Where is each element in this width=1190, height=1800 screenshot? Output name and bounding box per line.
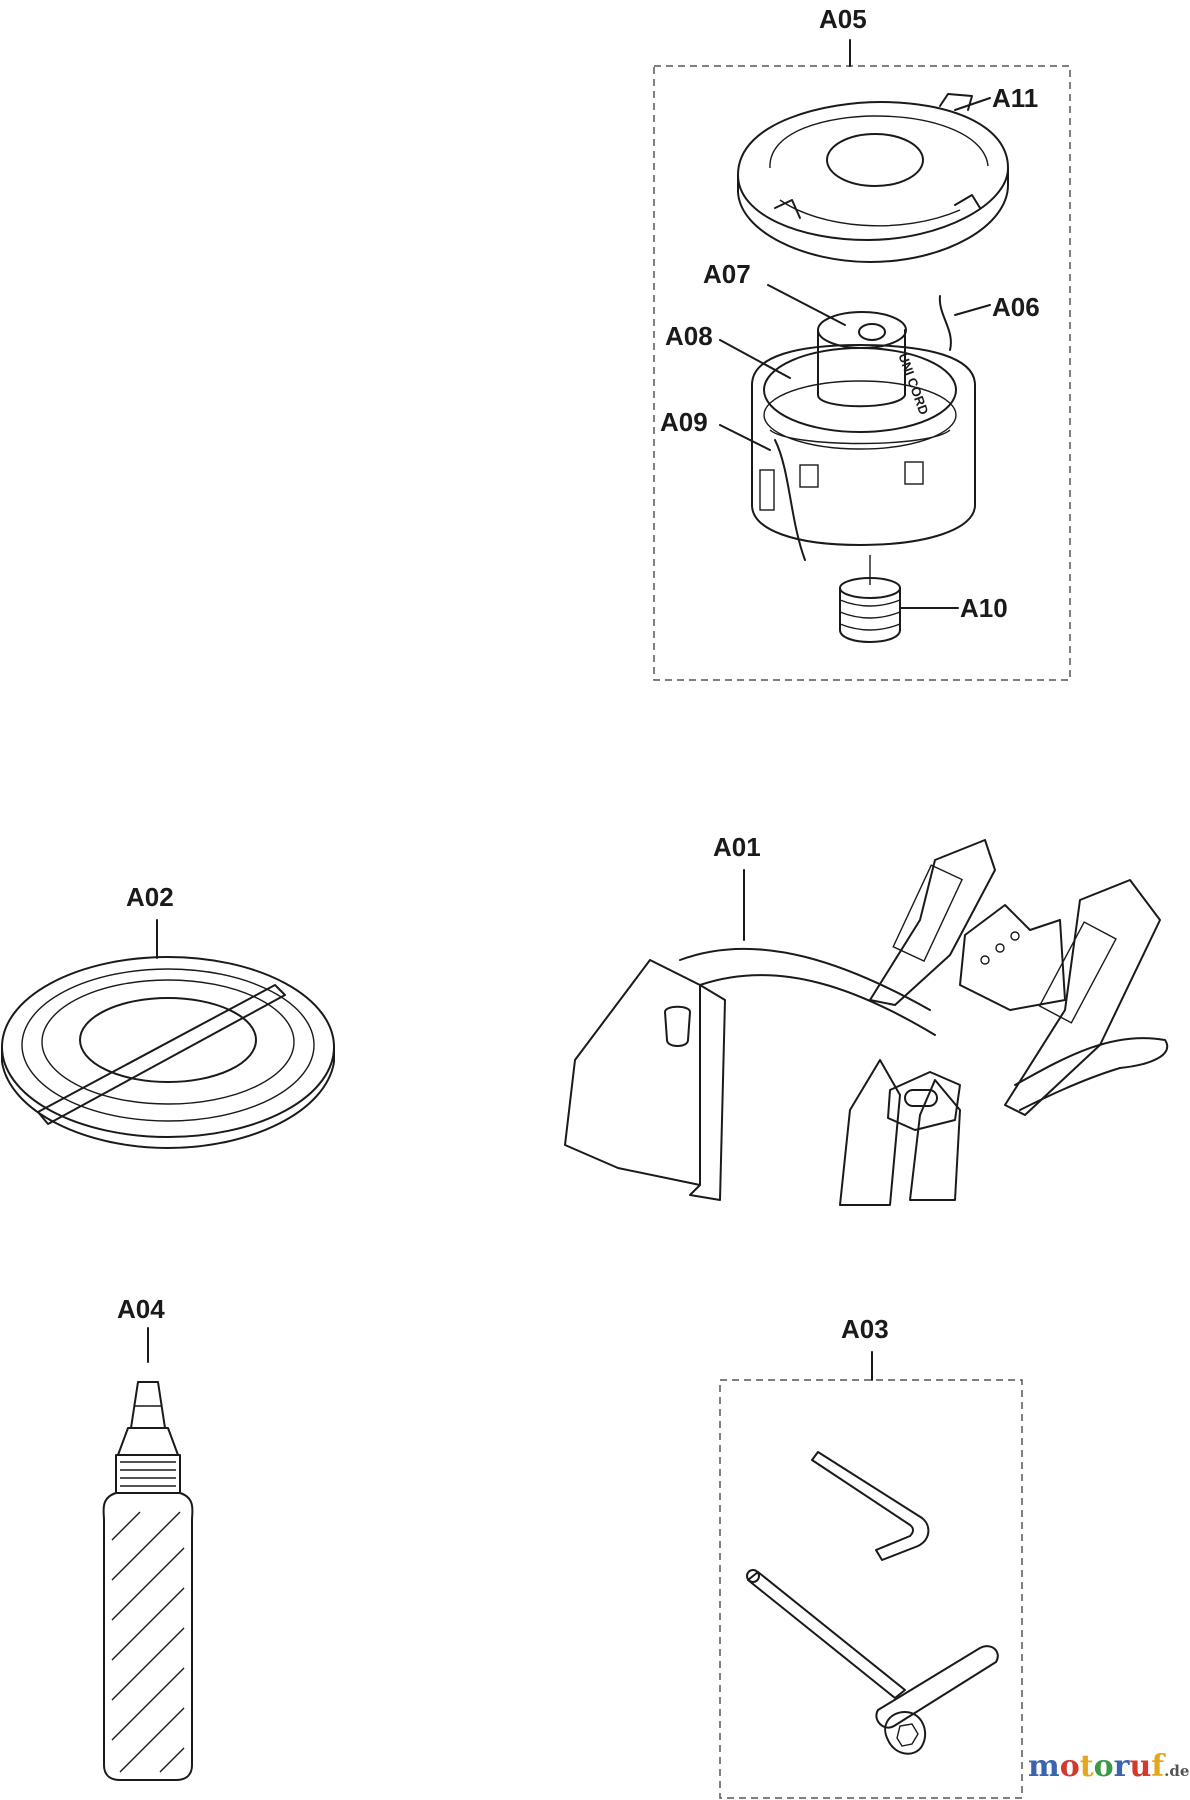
a09-leader (719, 424, 771, 451)
hex-key-a03 (811, 1451, 930, 1561)
a05-group-box (653, 65, 1071, 681)
watermark-logo-text: motoruf.de (1028, 1749, 1189, 1784)
part-label-a11: A11 (992, 83, 1038, 113)
watermark-letter: r (1114, 1749, 1131, 1784)
part-label-a08: A08 (665, 321, 713, 351)
part-label-a03: A03 (841, 1314, 889, 1344)
a07-leader (767, 284, 846, 326)
spool-cover-a11 (737, 93, 1009, 263)
watermark-letter: f (1151, 1749, 1166, 1784)
watermark-letter: o (1060, 1749, 1080, 1784)
part-label-a05: A05 (819, 4, 867, 34)
part-label-a02: A02 (126, 882, 174, 912)
watermark-suffix: .de (1164, 1762, 1189, 1780)
line-exit-a09 (774, 439, 806, 561)
part-label-a01: A01 (713, 832, 761, 862)
cutting-line-a06 (938, 295, 952, 351)
part-label-a04: A04 (117, 1294, 165, 1324)
watermark-letter: u (1129, 1749, 1151, 1784)
part-label-a09: A09 (660, 407, 708, 437)
watermark-letter: t (1080, 1749, 1094, 1784)
oil-bottle-a04 (102, 1381, 194, 1781)
a06-leader (954, 304, 991, 316)
spark-plug-wrench-a03 (746, 1569, 999, 1755)
a08-leader (719, 339, 791, 379)
motoruf-watermark: motoruf.de (1028, 1749, 1189, 1784)
part-label-a06: A06 (992, 292, 1040, 322)
watermark-letter: o (1094, 1749, 1114, 1784)
spring-a10 (839, 555, 901, 643)
a11-leader (954, 97, 991, 111)
part-label-a07: A07 (703, 259, 751, 289)
watermark-letter: m (1028, 1749, 1060, 1784)
a03-group-box (719, 1379, 1023, 1799)
spool-hub-a07 (817, 311, 907, 408)
part-label-a10: A10 (960, 593, 1008, 623)
shoulder-harness-a01 (564, 839, 1169, 1206)
line-coil-a02 (1, 956, 335, 1149)
